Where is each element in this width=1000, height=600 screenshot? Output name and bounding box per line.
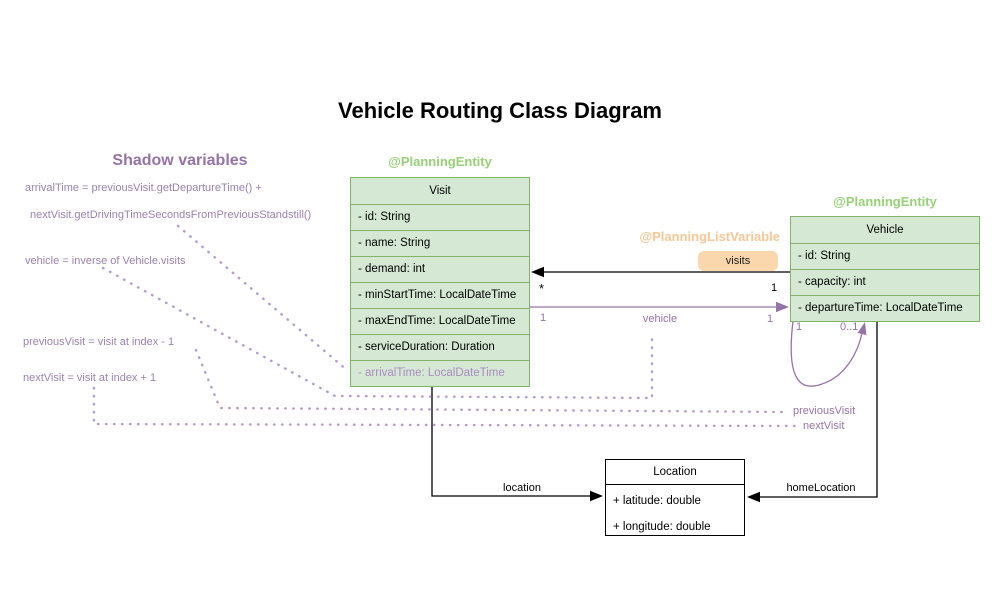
location-edge: [431, 387, 592, 497]
location-class-name: Location: [606, 460, 744, 485]
recursive-loop-arrowhead: [857, 322, 867, 336]
visit-attribute: - maxEndTime: LocalDateTime: [351, 308, 529, 334]
visits-target-multiplicity: *: [539, 281, 545, 296]
shadow-note-arrival-2: nextVisit.getDrivingTimeSecondsFromPrevi…: [30, 209, 312, 221]
visit-attribute: - minStartTime: LocalDateTime: [351, 282, 529, 308]
previous-visit-edge-label: previousVisit: [793, 405, 856, 417]
visits-edge-label: visits: [698, 251, 778, 271]
dotted-next-visit-connector: [92, 386, 798, 428]
visit-attribute-shadow: - arrivalTime: LocalDateTime: [351, 360, 529, 386]
visit-attribute: - id: String: [351, 204, 529, 230]
vehicle-target-multiplicity: 1: [767, 313, 774, 325]
recursive-left-multiplicity: 1: [796, 321, 803, 333]
visit-planning-entity-annotation: @PlanningEntity: [388, 154, 492, 169]
vehicle-attribute: - departureTime: LocalDateTime: [791, 295, 979, 321]
dotted-arrival-connector: [176, 224, 350, 373]
recursive-right-multiplicity: 0..1: [840, 321, 859, 333]
next-visit-edge-label: nextVisit: [803, 420, 845, 432]
home-location-arrowhead: [747, 491, 760, 503]
visit-class-name: Visit: [429, 185, 451, 197]
planning-list-variable-annotation: @PlanningListVariable: [639, 229, 780, 244]
location-arrowhead: [590, 490, 603, 502]
vehicle-arrowhead: [776, 301, 789, 313]
vehicle-class-name: Vehicle: [866, 224, 904, 236]
vehicle-source-multiplicity: 1: [540, 312, 547, 324]
visits-source-multiplicity: 1: [771, 282, 778, 294]
vehicle-edge-label: vehicle: [642, 313, 678, 325]
shadow-variables-heading: Shadow variables: [112, 152, 248, 169]
shadow-note-vehicle: vehicle = inverse of Vehicle.visits: [25, 255, 186, 267]
visit-attribute: - name: String: [351, 230, 529, 256]
shadow-note-next-visit: nextVisit = visit at index + 1: [23, 372, 157, 384]
visit-class: Visit - id: String - name: String - dema…: [350, 177, 530, 387]
vehicle-attribute: - capacity: int: [791, 269, 979, 295]
shadow-note-arrival-1: arrivalTime = previousVisit.getDeparture…: [25, 182, 262, 194]
vehicle-planning-entity-annotation: @PlanningEntity: [833, 194, 937, 209]
visit-attribute: - serviceDuration: Duration: [351, 334, 529, 360]
visits-arrowhead: [531, 266, 544, 278]
location-attribute: + latitude: double: [613, 495, 701, 507]
vehicle-class: Vehicle - id: String - capacity: int - d…: [790, 216, 980, 322]
vehicle-attribute: - id: String: [791, 243, 979, 269]
location-edge-label: location: [503, 482, 541, 494]
home-location-edge-label: homeLocation: [786, 482, 856, 494]
location-class: Location + latitude: double + longitude:…: [605, 459, 745, 536]
visit-attribute: - demand: int: [351, 256, 529, 282]
location-attribute: + longitude: double: [613, 521, 711, 533]
shadow-note-previous-visit: previousVisit = visit at index - 1: [23, 336, 175, 348]
diagram-title: Vehicle Routing Class Diagram: [338, 98, 662, 123]
